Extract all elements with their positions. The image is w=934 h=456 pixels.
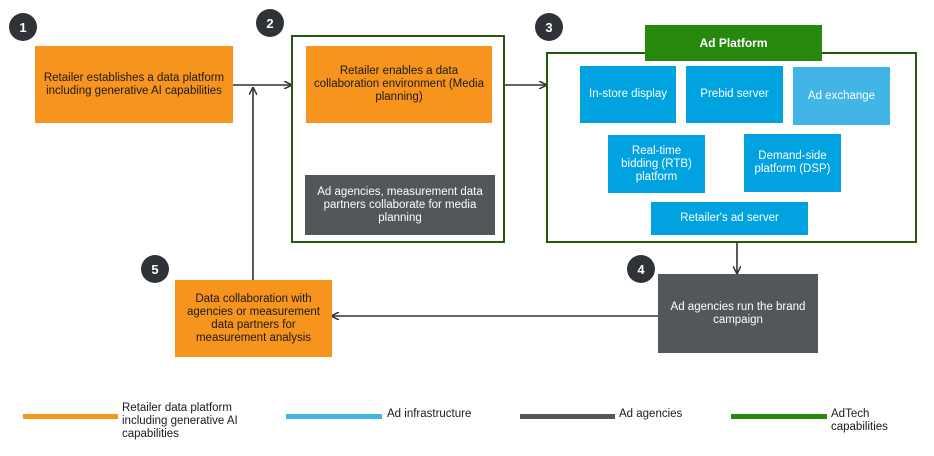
legend-swatch-green (731, 414, 827, 419)
ad-exchange-box: Ad exchange (793, 67, 890, 125)
step-badge-4: 4 (627, 255, 655, 283)
campaign-box: Ad agencies run the brand campaign (658, 274, 818, 353)
legend-label-infrastructure: Ad infrastructure (387, 408, 472, 420)
legend-label-agencies: Ad agencies (619, 408, 683, 420)
prebid-server-box: Prebid server (686, 66, 783, 123)
step2-box: Retailer enables a data collaboration en… (306, 46, 492, 123)
legend-swatch-lightblue (286, 414, 382, 419)
legend-swatch-orange (23, 414, 118, 419)
step5-box: Data collaboration with agencies or meas… (175, 280, 332, 357)
step-badge-2: 2 (256, 9, 284, 37)
retailer-ad-server-box: Retailer's ad server (651, 202, 808, 235)
legend-label-adtech: AdTech capabilities (831, 408, 888, 433)
step-badge-5: 5 (141, 255, 169, 283)
legend-label-retailer: Retailer data platform including generat… (122, 402, 238, 440)
dsp-box: Demand-side platform (DSP) (744, 134, 841, 192)
rtb-platform-box: Real-time bidding (RTB) platform (608, 135, 705, 193)
ad-platform-title: Ad Platform (645, 25, 822, 61)
legend-swatch-gray (520, 414, 615, 419)
step-badge-1: 1 (9, 13, 37, 41)
instore-display-box: In-store display (580, 66, 676, 123)
agencies-planning-box: Ad agencies, measurement data partners c… (305, 175, 495, 235)
step1-box: Retailer establishes a data platform inc… (35, 46, 233, 123)
step-badge-3: 3 (535, 13, 563, 41)
